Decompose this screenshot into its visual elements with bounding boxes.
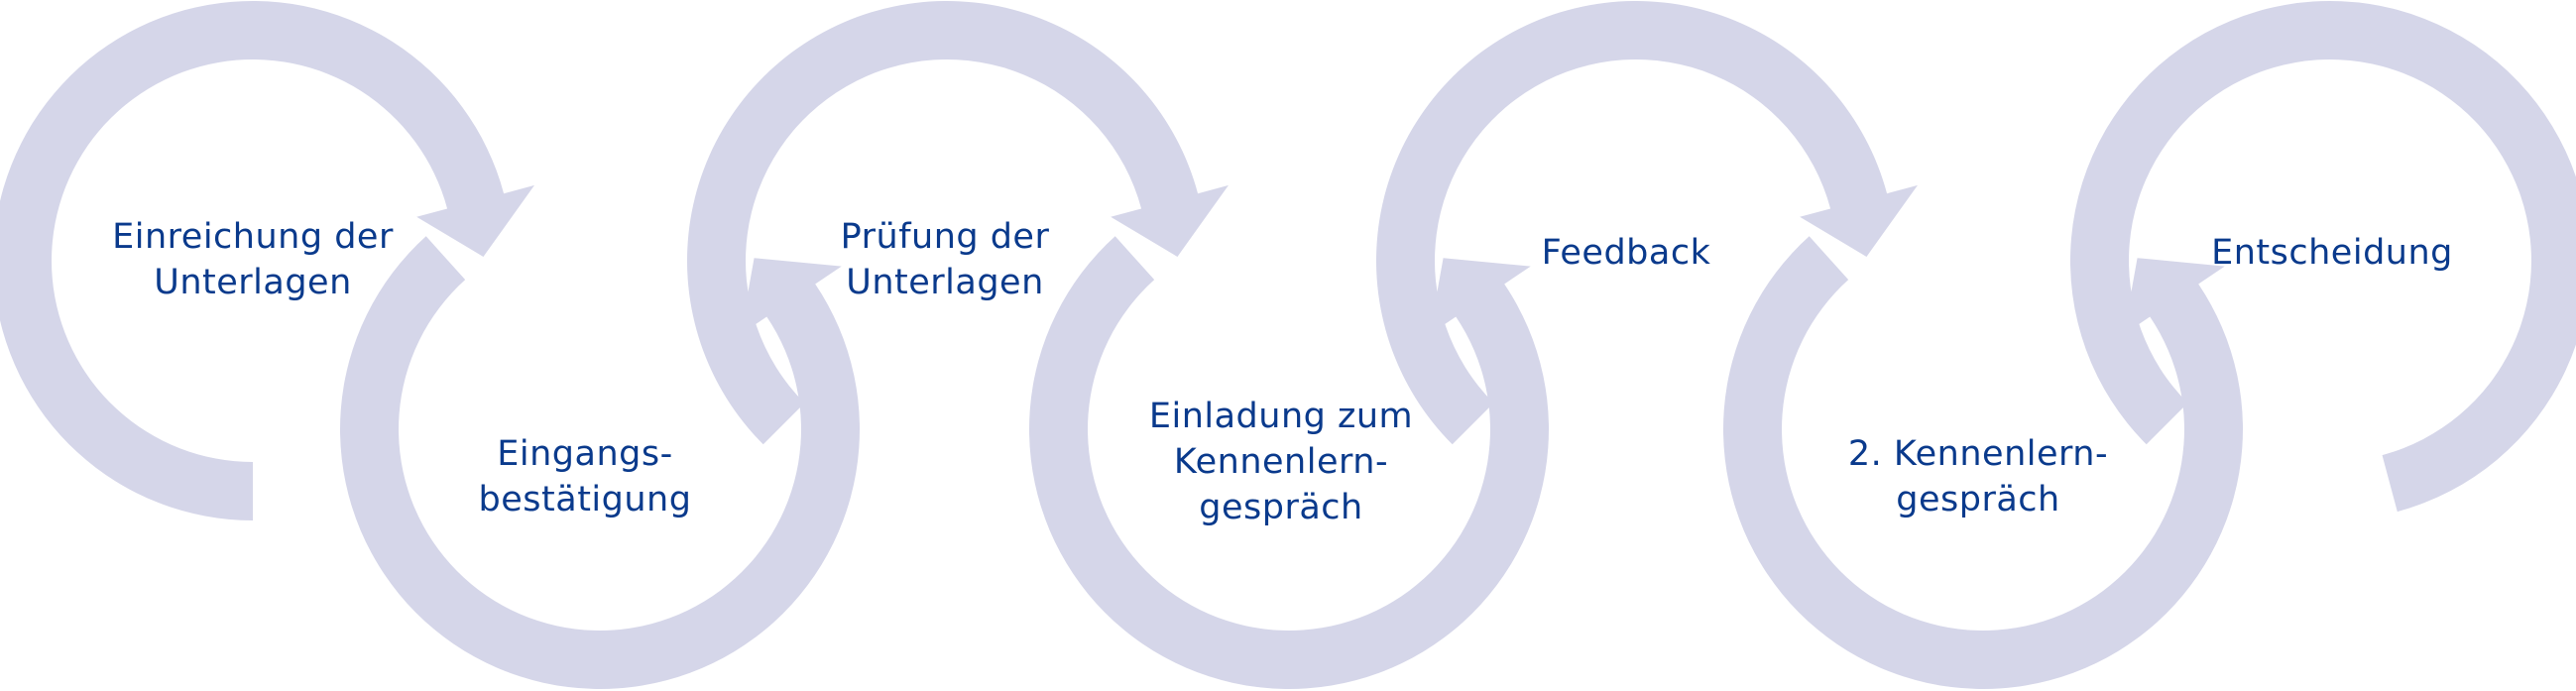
- step-2-line-1: Eingangs-: [497, 434, 673, 474]
- loop-2-arrow: [340, 236, 861, 689]
- loop-4-arrow: [1029, 236, 1549, 689]
- step-6-line-1: 2. Kennenlern-: [1847, 434, 2109, 474]
- step-7-line-1: Entscheidung: [2211, 233, 2453, 273]
- step-2-line-2: bestätigung: [478, 480, 692, 519]
- step-5-label: Feedback: [1477, 230, 1775, 276]
- step-4-line-1: Einladung zum: [1148, 397, 1414, 436]
- step-3-line-2: Unterlagen: [846, 263, 1044, 302]
- step-1-line-2: Unterlagen: [154, 263, 352, 302]
- step-4-label: Einladung zum Kennenlern- gespräch: [1132, 394, 1430, 530]
- step-4-line-3: gespräch: [1199, 488, 1363, 527]
- step-3-line-1: Prüfung der: [840, 217, 1050, 257]
- step-6-label: 2. Kennenlern- gespräch: [1829, 431, 2127, 522]
- loop-5-arrow: [1375, 0, 1918, 445]
- step-5-line-1: Feedback: [1541, 233, 1711, 273]
- step-7-label: Entscheidung: [2183, 230, 2481, 276]
- step-3-label: Prüfung der Unterlagen: [796, 214, 1094, 305]
- loop-6-arrow: [1723, 236, 2243, 689]
- step-2-label: Eingangs- bestätigung: [436, 431, 734, 522]
- step-6-line-2: gespräch: [1896, 480, 2060, 519]
- step-1-line-1: Einreichung der: [112, 217, 394, 257]
- step-4-line-2: Kennenlern-: [1173, 442, 1389, 482]
- loop-3-arrow: [686, 0, 1229, 445]
- step-1-label: Einreichung der Unterlagen: [104, 214, 402, 305]
